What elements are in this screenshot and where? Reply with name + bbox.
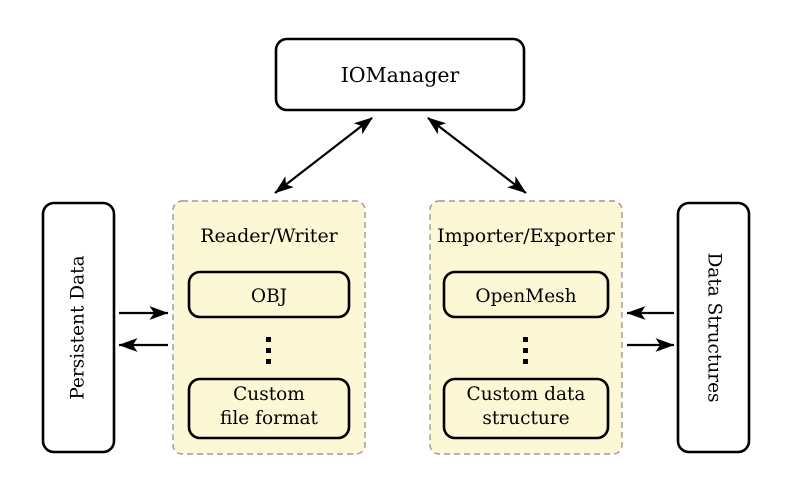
connector-manager-to-reader-writer xyxy=(274,117,374,194)
panel-reader-writer[interactable]: Reader/Writer OBJ Custom file format xyxy=(172,200,366,455)
item-custom-data-structure[interactable]: Custom data structure xyxy=(442,377,610,440)
item-obj-label: OBJ xyxy=(251,286,287,307)
data-structures-node[interactable]: Data Structures xyxy=(676,201,751,454)
connector-manager-to-importer-exporter xyxy=(426,117,527,194)
io-manager-node[interactable]: IOManager xyxy=(274,37,526,112)
io-manager-label: IOManager xyxy=(341,63,460,87)
item-custom-file-format-box xyxy=(187,377,351,440)
ellipsis-dot xyxy=(523,359,528,364)
persistent-data-node[interactable]: Persistent Data xyxy=(41,201,116,454)
panel-importer-exporter-label: Importer/Exporter xyxy=(437,225,616,247)
data-structures-box xyxy=(676,201,751,454)
ellipsis-dot xyxy=(266,348,271,353)
item-custom-file-format-label-line1: Custom xyxy=(233,384,305,405)
ellipsis-dot xyxy=(523,337,528,342)
ellipsis-importer-exporter xyxy=(523,337,528,364)
item-openmesh-box xyxy=(442,270,610,319)
item-custom-data-structure-label-line1: Custom data xyxy=(467,384,586,405)
panel-reader-writer-label: Reader/Writer xyxy=(200,225,338,247)
item-openmesh-label: OpenMesh xyxy=(475,286,576,307)
io-manager-box xyxy=(274,37,526,112)
ellipsis-dot xyxy=(266,337,271,342)
item-custom-file-format[interactable]: Custom file format xyxy=(187,377,351,440)
ellipsis-dot xyxy=(266,359,271,364)
item-custom-data-structure-box xyxy=(442,377,610,440)
ellipsis-reader-writer xyxy=(266,337,271,364)
item-openmesh[interactable]: OpenMesh xyxy=(442,270,610,319)
item-obj-box xyxy=(187,270,351,319)
item-obj[interactable]: OBJ xyxy=(187,270,351,319)
ellipsis-dot xyxy=(523,348,528,353)
persistent-data-box xyxy=(41,201,116,454)
item-custom-file-format-label-line2: file format xyxy=(220,408,318,429)
persistent-data-label: Persistent Data xyxy=(68,255,89,399)
panel-importer-exporter[interactable]: Importer/Exporter OpenMesh Custom data s… xyxy=(429,200,623,455)
item-custom-data-structure-label-line2: structure xyxy=(482,408,569,429)
data-structures-label: Data Structures xyxy=(704,252,725,402)
